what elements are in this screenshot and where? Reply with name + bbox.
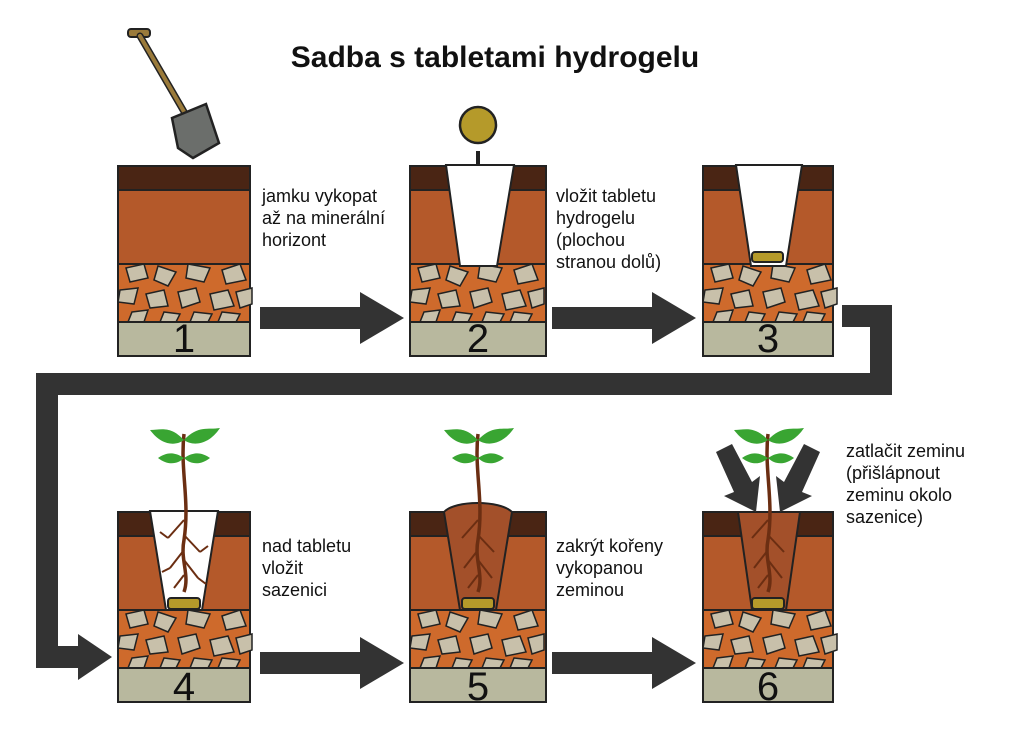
flow-arrow-icon [36, 305, 892, 680]
step-caption-5: zakrýt kořeny vykopanou zeminou [556, 536, 668, 600]
soil-box-3: 3 [702, 164, 838, 361]
step-caption-6: zatlačit zeminu (přišlápnout zeminu okol… [846, 441, 970, 527]
step-number-3: 3 [757, 317, 779, 361]
soil-box-2: 2 [409, 164, 547, 361]
hydrogel-tablet-icon [167, 597, 201, 610]
step-2-line-2: hydrogelu [556, 208, 635, 228]
step-caption-1: jamku vykopat až na minerální horizont [261, 186, 390, 250]
step-4-line-3: sazenici [262, 580, 327, 600]
step-6-line-3: zeminu okolo [846, 485, 952, 505]
step-number-1: 1 [173, 317, 195, 361]
hydrogel-tablet-icon [461, 597, 495, 610]
step-1-line-1: jamku vykopat [261, 186, 377, 206]
shovel-icon [127, 28, 221, 160]
hydrogel-tablet-icon [751, 251, 784, 263]
seedling-icon [150, 428, 220, 593]
flow-arrow-icon [552, 292, 696, 344]
step-caption-4: nad tabletu vložit sazenici [262, 536, 356, 600]
seedling-icon [734, 428, 804, 593]
step-4-line-2: vložit [262, 558, 303, 578]
flow-arrow-icon [552, 637, 696, 689]
step-5-line-2: vykopanou [556, 558, 643, 578]
step-number-4: 4 [173, 665, 195, 709]
step-number-2: 2 [467, 317, 489, 361]
hydrogel-tablet-icon [751, 597, 785, 610]
step-2-line-3: (plochou [556, 230, 625, 250]
step-1-line-3: horizont [262, 230, 326, 250]
step-5-line-3: zeminou [556, 580, 624, 600]
step-4-line-1: nad tabletu [262, 536, 351, 556]
step-2-line-1: vložit tabletu [556, 186, 656, 206]
step-number-5: 5 [467, 665, 489, 709]
step-2-line-4: stranou dolů) [556, 252, 661, 272]
step-6-line-4: sazenice) [846, 507, 923, 527]
flow-arrow-icon [260, 292, 404, 344]
step-5-line-1: zakrýt kořeny [556, 536, 663, 556]
seedling-icon [444, 428, 514, 593]
diagram-title: Sadba s tabletami hydrogelu [291, 41, 699, 74]
soil-box-1: 1 [117, 165, 253, 361]
step-number-6: 6 [757, 665, 779, 709]
soil-box-6: 6 [702, 511, 838, 709]
step-1-line-2: až na minerální [262, 208, 385, 228]
step-6-line-1: zatlačit zeminu [846, 441, 965, 461]
step-6-line-2: (přišlápnout [846, 463, 940, 483]
flow-arrow-icon [260, 637, 404, 689]
press-arrow-icon [716, 444, 820, 512]
step-caption-2: vložit tabletu hydrogelu (plochou strano… [556, 186, 661, 272]
